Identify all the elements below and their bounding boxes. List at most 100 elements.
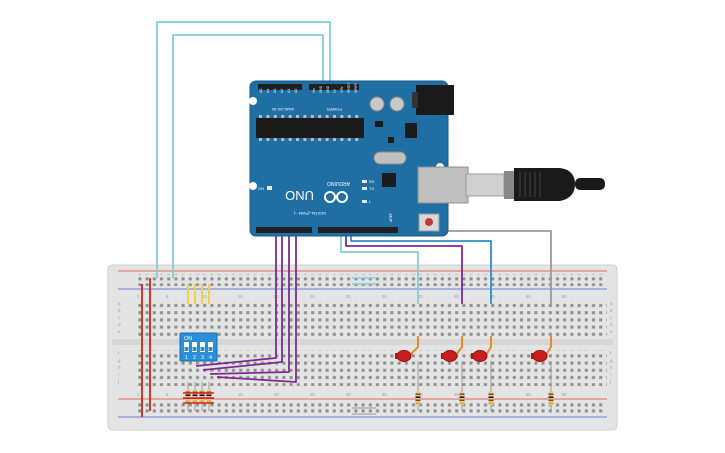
purple-wires (195, 231, 463, 383)
row-letter: h (610, 365, 613, 370)
column-number: 40 (418, 392, 424, 397)
uno-label: UNO (285, 188, 314, 203)
crystal (373, 151, 407, 165)
analog-pin-label: A0 (294, 89, 298, 93)
analog-pin-label: A5 (259, 89, 263, 93)
center-channel (112, 339, 613, 345)
red-led (531, 336, 552, 386)
row-letter: i (610, 372, 611, 377)
row-letter: b (118, 308, 121, 313)
voltage-regulator (405, 123, 417, 138)
row-letter: h (118, 365, 121, 370)
row-letter: j (117, 379, 119, 384)
rail-link-bottom (352, 407, 376, 415)
resistor (459, 386, 465, 411)
column-number: 15 (238, 294, 244, 299)
resistor (415, 386, 421, 411)
row-letter: g (610, 358, 613, 363)
column-number: 1 (137, 294, 140, 299)
digital-header-low (256, 227, 312, 233)
column-number: 30 (346, 392, 352, 397)
row-letter: j (609, 379, 611, 384)
column-number: 60 (562, 294, 568, 299)
dip-number: 2 (193, 355, 196, 361)
dip-number: 1 (185, 355, 188, 361)
capacitor (389, 96, 405, 112)
analog-header (258, 84, 302, 90)
row-letter: a (118, 301, 121, 306)
yellow-wires (187, 284, 210, 304)
analog-pin-label: A1 (287, 89, 291, 93)
power-header-label: POWER (327, 107, 342, 112)
on-label: ON (258, 186, 264, 191)
power-header (309, 84, 359, 90)
row-letter: e (118, 329, 121, 334)
analog-header-label: ANALOG IN (272, 107, 294, 112)
column-number: 60 (562, 392, 568, 397)
column-number: 25 (310, 294, 316, 299)
power-pin-label: GND (319, 85, 323, 93)
usb-cable (417, 166, 605, 204)
column-number: 1 (137, 392, 140, 397)
cyan-wires (156, 21, 419, 304)
red-led (471, 336, 492, 386)
dip-number: 4 (209, 355, 212, 361)
power-pin-label: RESET (347, 82, 351, 93)
dip-levers (184, 342, 213, 352)
digital-header-high (318, 227, 398, 233)
aref-label: AREF (389, 213, 393, 222)
resistor (488, 386, 494, 411)
column-number: 5 (166, 294, 169, 299)
barrel-jack (416, 85, 454, 115)
red-led (441, 336, 463, 386)
tx-label: TX (369, 186, 374, 191)
column-number: 40 (418, 294, 424, 299)
terminal-strip-top (135, 300, 607, 336)
red-power-wires (141, 278, 151, 417)
analog-pin-label: A3 (273, 89, 277, 93)
row-letter: a (610, 301, 613, 306)
column-number: 25 (310, 392, 316, 397)
column-number: 50 (490, 294, 496, 299)
analog-pin-label: A4 (266, 89, 270, 93)
analog-pin-label: A2 (280, 89, 284, 93)
arduino-logo (324, 191, 348, 203)
column-number: 55 (526, 294, 532, 299)
led-resistors (415, 386, 554, 411)
row-letter: g (118, 358, 121, 363)
resistor (548, 386, 554, 411)
atmega-chip (256, 118, 364, 138)
power-pin-label: 3.3V (340, 86, 344, 93)
column-number: 35 (382, 392, 388, 397)
red-led (395, 336, 419, 386)
row-letter: b (610, 308, 613, 313)
column-number: 10 (202, 392, 208, 397)
capacitor (369, 96, 385, 112)
column-number: 15 (238, 392, 244, 397)
dip-switch-on-label: ON (184, 336, 192, 342)
l-label: L (369, 199, 372, 204)
column-number: 10 (202, 294, 208, 299)
row-letter: i (118, 372, 119, 377)
arduino-brand-label: ARDUINO (327, 180, 350, 186)
column-number: 35 (382, 294, 388, 299)
column-number: 30 (346, 294, 352, 299)
row-letter: c (610, 315, 613, 320)
dip-number: 3 (201, 355, 204, 361)
usb-port (417, 166, 469, 204)
column-number: 5 (166, 392, 169, 397)
column-number: 45 (454, 294, 460, 299)
rx-label: RX (369, 179, 375, 184)
column-number: 45 (454, 392, 460, 397)
column-number: 20 (274, 392, 280, 397)
row-letter: f (610, 351, 612, 356)
column-number: 55 (526, 392, 532, 397)
row-letter: f (118, 351, 120, 356)
digital-header-label: DIGITAL (PWM ~) (293, 211, 326, 216)
